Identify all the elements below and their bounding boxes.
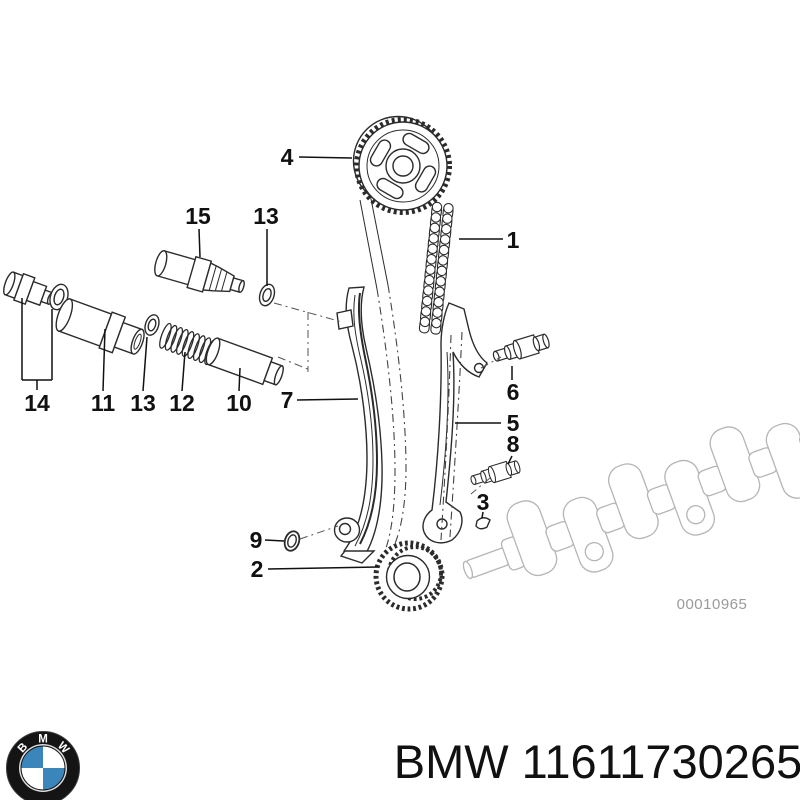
part-label-1: 1 (507, 227, 520, 253)
part-label-12: 12 (169, 390, 195, 416)
bmw-logo: B M W (6, 731, 80, 800)
logo-quadrant-br (43, 768, 65, 790)
part-label-10: 10 (226, 390, 252, 416)
part-label-8: 8 (507, 431, 520, 457)
part-label-15: 15 (185, 203, 211, 229)
part-label-9: 9 (250, 527, 263, 553)
crankshaft (462, 422, 800, 580)
washer-13-top (258, 283, 276, 307)
watermark: 00010965 (677, 596, 748, 613)
tensioner-rail (422, 302, 488, 544)
logo-quadrant-tr (43, 746, 65, 768)
part-label-3: 3 (477, 489, 490, 515)
o-ring-9 (283, 530, 301, 552)
logo-letter-m: M (38, 734, 48, 746)
part-label-13-mid: 13 (130, 390, 156, 416)
part-label-11: 11 (91, 390, 116, 416)
logo-quadrant-bl (21, 768, 43, 790)
tensioner-piston (205, 337, 284, 386)
part-label-5: 5 (507, 410, 520, 436)
washer-13-mid (144, 314, 160, 336)
camshaft-sprocket (352, 115, 452, 215)
chain-hidden-runs (359, 193, 463, 549)
tensioner-body (55, 298, 145, 355)
part-label-13-top: 13 (253, 203, 279, 229)
part-label-14: 14 (24, 390, 50, 416)
pivot-bolt-8 (468, 457, 523, 490)
part-label-4: 4 (281, 144, 294, 170)
part-label-2: 2 (251, 556, 264, 582)
projection-lines (273, 302, 502, 540)
part-label-7: 7 (281, 387, 294, 413)
woodruff-key (475, 517, 491, 530)
closure-plug (3, 271, 55, 307)
part-label-6: 6 (507, 379, 520, 405)
crankshaft-sprocket (373, 540, 445, 612)
logo-quadrant-tl (21, 746, 43, 768)
tensioner-spring (159, 322, 217, 366)
part-number-text: BMW 11611730265 (394, 735, 800, 788)
pivot-bolt-6 (490, 330, 552, 367)
guide-rail (333, 286, 383, 564)
leader-lines (21, 156, 513, 570)
tensioner-assembly-15 (154, 249, 245, 294)
